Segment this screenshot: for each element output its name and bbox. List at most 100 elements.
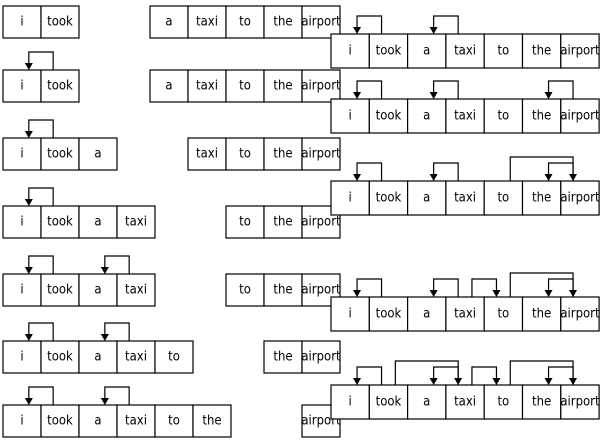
word-cell-taxi: taxi xyxy=(187,69,227,103)
word-cell-taxi: taxi xyxy=(445,33,485,69)
dependency-arc-airport-to-the xyxy=(544,278,574,297)
word-label: taxi xyxy=(125,414,147,429)
word-cell-to: to xyxy=(483,384,524,420)
word-cell-airport: airport xyxy=(560,384,600,420)
word-label: took xyxy=(376,109,402,124)
word-label: to xyxy=(497,44,509,59)
word-cell-taxi: taxi xyxy=(187,137,227,171)
word-label: i xyxy=(20,215,23,230)
word-label: airport xyxy=(301,15,341,30)
word-label: i xyxy=(349,191,352,206)
word-label: a xyxy=(94,414,101,429)
word-cell-the: the xyxy=(192,404,232,438)
word-cell-to: to xyxy=(225,5,265,39)
word-cell-to: to xyxy=(225,273,265,307)
arrow-head xyxy=(492,378,501,385)
word-label: to xyxy=(497,109,509,124)
word-cell-i: i xyxy=(330,33,370,69)
word-cell-taxi: taxi xyxy=(445,384,485,420)
arrow-head xyxy=(569,290,578,297)
word-label: a xyxy=(423,395,430,410)
word-label: took xyxy=(47,15,73,30)
word-cell-a: a xyxy=(407,296,447,332)
word-label: taxi xyxy=(454,395,476,410)
arrow-head xyxy=(353,174,362,181)
word-cell-i: i xyxy=(330,180,370,216)
word-cell-took: took xyxy=(368,98,409,134)
dependency-arc-took-to-i xyxy=(24,119,54,138)
arrow-head xyxy=(24,398,33,405)
word-label: airport xyxy=(560,109,600,124)
word-cell-airport: airport xyxy=(560,98,600,134)
word-cell-the: the xyxy=(263,5,303,39)
dependency-arc-took-to-i xyxy=(24,386,54,405)
word-label: airport xyxy=(560,44,600,59)
word-label: to xyxy=(239,15,251,30)
word-label: a xyxy=(94,147,101,162)
word-label: to xyxy=(497,191,509,206)
word-label: i xyxy=(20,414,23,429)
dependency-arc-taxi-to-a xyxy=(429,15,459,34)
word-label: to xyxy=(239,79,251,94)
word-cell-a: a xyxy=(407,384,447,420)
word-cell-to: to xyxy=(483,98,524,134)
word-cell-a: a xyxy=(149,69,189,103)
word-cell-i: i xyxy=(2,5,42,39)
word-label: taxi xyxy=(454,307,476,322)
word-cell-took: took xyxy=(368,384,409,420)
word-cell-airport: airport xyxy=(301,137,341,171)
word-cell-airport: airport xyxy=(301,5,341,39)
arrow-head xyxy=(100,334,109,341)
dependency-arc-took-to-i xyxy=(24,255,54,274)
word-label: the xyxy=(532,109,551,124)
word-cell-airport: airport xyxy=(301,273,341,307)
word-label: took xyxy=(47,283,73,298)
dependency-arc-taxi-to-a xyxy=(429,278,459,297)
word-cell-took: took xyxy=(40,137,80,171)
word-cell-to: to xyxy=(483,33,524,69)
arrow-head xyxy=(24,267,33,274)
word-cell-the: the xyxy=(521,98,562,134)
dependency-arc-took-to-i xyxy=(24,187,54,206)
word-cell-took: took xyxy=(368,33,409,69)
word-label: taxi xyxy=(125,283,147,298)
dependency-arc-took-to-i xyxy=(353,162,383,181)
word-label: the xyxy=(202,414,221,429)
word-label: i xyxy=(349,307,352,322)
word-label: a xyxy=(94,215,101,230)
word-label: airport xyxy=(560,395,600,410)
dependency-arc-airport-to-the xyxy=(544,80,574,99)
word-label: a xyxy=(94,350,101,365)
word-label: taxi xyxy=(454,109,476,124)
arrow-head xyxy=(24,63,33,70)
word-label: a xyxy=(423,109,430,124)
word-cell-i: i xyxy=(2,205,42,239)
word-cell-the: the xyxy=(263,69,303,103)
word-label: to xyxy=(168,350,180,365)
word-cell-to: to xyxy=(225,205,265,239)
arrow-head xyxy=(429,92,438,99)
arrow-head xyxy=(569,378,578,385)
word-cell-the: the xyxy=(521,180,562,216)
word-label: to xyxy=(239,215,251,230)
word-label: to xyxy=(497,395,509,410)
word-cell-taxi: taxi xyxy=(116,404,156,438)
word-label: airport xyxy=(560,191,600,206)
dependency-arc-taxi-to-a xyxy=(100,386,130,405)
dependency-arc-took-to-i xyxy=(24,51,54,70)
word-cell-a: a xyxy=(78,273,118,307)
arrow-head xyxy=(353,92,362,99)
word-label: airport xyxy=(301,350,341,365)
word-cell-taxi: taxi xyxy=(445,180,485,216)
word-label: i xyxy=(20,15,23,30)
word-cell-to: to xyxy=(225,137,265,171)
word-label: a xyxy=(165,15,172,30)
word-label: i xyxy=(349,44,352,59)
